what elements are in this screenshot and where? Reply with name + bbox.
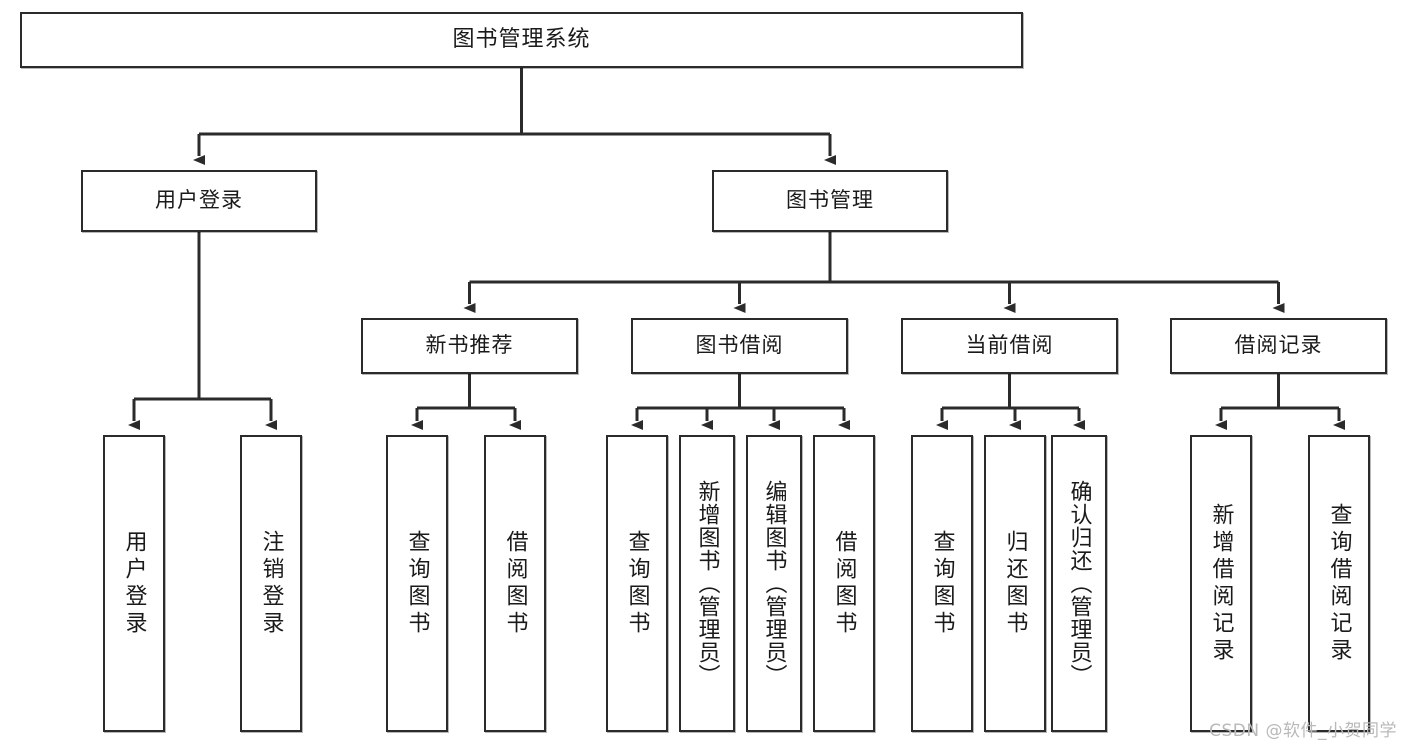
node-label: 用户登录 [121, 529, 147, 638]
node-label: 新书推荐 [425, 333, 514, 358]
node-leaf-confirm-return-admin[interactable]: 确认归还（管理员） [1051, 435, 1107, 732]
node-label: 用户登录 [155, 188, 243, 213]
node-new-book-rec[interactable]: 新书推荐 [361, 318, 578, 374]
node-leaf-query-borrow-record[interactable]: 查询借阅记录 [1308, 435, 1370, 732]
node-root[interactable]: 图书管理系统 [20, 12, 1023, 68]
node-label: 查询图书 [929, 529, 955, 638]
node-label: 借阅图书 [831, 529, 857, 638]
node-borrow-record[interactable]: 借阅记录 [1170, 318, 1387, 374]
node-leaf-user-logout[interactable]: 注销登录 [240, 435, 302, 732]
node-label: 借阅记录 [1234, 333, 1323, 358]
node-label: 图书管理 [786, 188, 874, 213]
node-label: 归还图书 [1002, 529, 1028, 638]
node-leaf-query-book-3[interactable]: 查询图书 [911, 435, 973, 732]
node-book-manage[interactable]: 图书管理 [712, 170, 948, 232]
node-current-borrow[interactable]: 当前借阅 [901, 318, 1118, 374]
node-label: 借阅图书 [502, 529, 528, 638]
node-leaf-add-book-admin[interactable]: 新增图书（管理员） [679, 435, 735, 732]
node-leaf-return-book[interactable]: 归还图书 [984, 435, 1046, 732]
node-label: 当前借阅 [965, 333, 1054, 358]
node-label: 查询借阅记录 [1326, 502, 1352, 665]
node-label: 新增借阅记录 [1208, 502, 1234, 665]
node-label: 查询图书 [624, 529, 650, 638]
node-leaf-edit-book-admin[interactable]: 编辑图书（管理员） [746, 435, 802, 732]
node-label: 编辑图书（管理员） [761, 480, 787, 687]
node-user-login[interactable]: 用户登录 [81, 170, 317, 232]
node-leaf-borrow-book-1[interactable]: 借阅图书 [484, 435, 546, 732]
node-label: 图书管理系统 [452, 26, 591, 52]
node-leaf-add-borrow-record[interactable]: 新增借阅记录 [1190, 435, 1252, 732]
node-leaf-query-book-1[interactable]: 查询图书 [386, 435, 448, 732]
node-leaf-user-login[interactable]: 用户登录 [103, 435, 165, 732]
node-label: 新增图书（管理员） [694, 480, 720, 687]
csdn-watermark: CSDN @软件_小贺同学 [1209, 721, 1397, 741]
node-label: 确认归还（管理员） [1066, 480, 1092, 687]
node-label: 注销登录 [258, 529, 284, 638]
node-leaf-query-book-2[interactable]: 查询图书 [606, 435, 668, 732]
node-book-borrow[interactable]: 图书借阅 [631, 318, 848, 374]
node-label: 图书借阅 [695, 333, 784, 358]
node-leaf-borrow-book-2[interactable]: 借阅图书 [813, 435, 875, 732]
node-label: 查询图书 [404, 529, 430, 638]
